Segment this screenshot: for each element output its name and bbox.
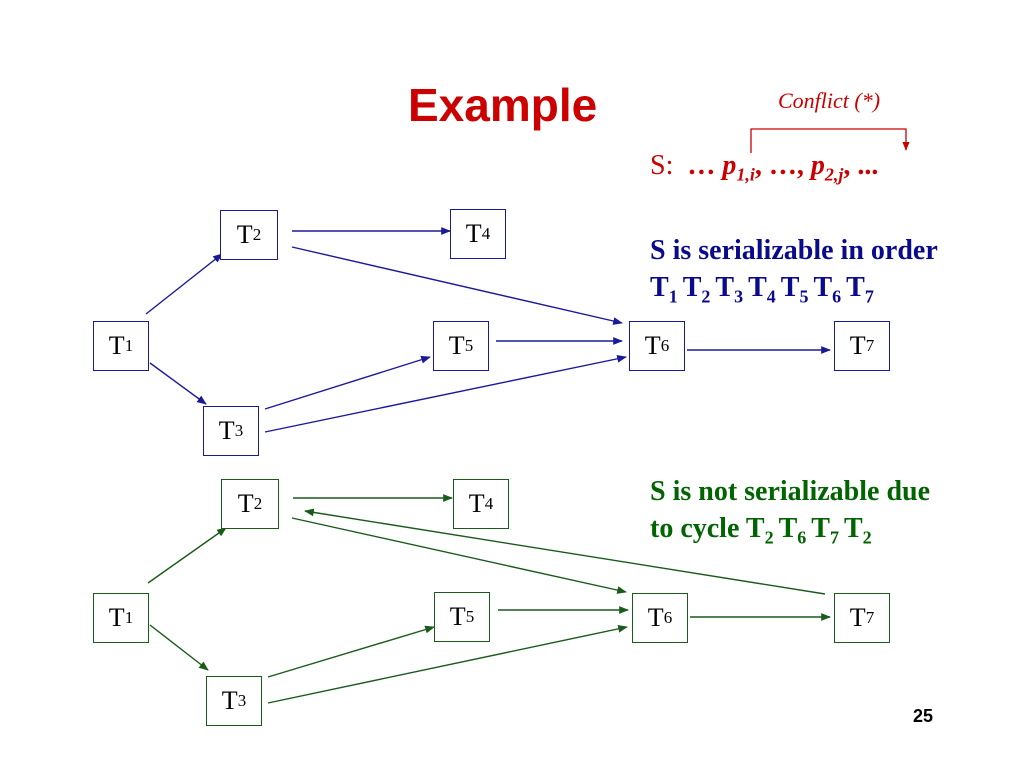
edge-bottom-t1-to-t2 — [147, 527, 227, 584]
order-item-3: T3 — [715, 272, 744, 307]
edge-top-t2-to-t6 — [291, 246, 623, 325]
edge-bottom-t3-to-t5 — [267, 625, 435, 678]
cycle-item-1: T2 — [745, 513, 774, 548]
order-item-4: T4 — [748, 272, 776, 307]
slide-title: Example — [408, 79, 598, 131]
cycle-item-2: T6 — [778, 513, 807, 548]
serializable-note-line1: S is serializable in order — [650, 235, 938, 266]
cycle-item-4: T2 — [843, 513, 872, 548]
order-item-7: T7 — [846, 272, 874, 307]
graph-bottom-edges — [147, 494, 831, 704]
order-item-2: T2 — [682, 272, 711, 307]
edge-bottom-t7-to-t2 — [304, 508, 826, 595]
edge-top-t3-to-t6 — [264, 354, 627, 433]
conflict-label: Conflict (*) — [778, 88, 881, 113]
order-item-1: T1 — [650, 272, 678, 307]
schedule-s-label: S: — [650, 150, 674, 181]
order-item-5: T5 — [780, 272, 809, 307]
edge-top-t1-to-t2 — [145, 253, 223, 315]
schedule-ellipsis-start: … — [687, 150, 716, 181]
edge-bottom-t2-to-t6 — [291, 517, 627, 594]
edge-top-t3-to-t5 — [264, 355, 431, 410]
schedule-op1: p1,i — [722, 150, 755, 185]
schedule-middle: , …, — [754, 150, 804, 181]
schedule-end: , ... — [843, 150, 879, 181]
order-item-6: T6 — [813, 272, 842, 307]
page-number: 25 — [913, 706, 934, 726]
schedule-line: S: … p1,i, …, p2,j, ... — [650, 150, 878, 186]
edge-bottom-t3-to-t6 — [267, 624, 628, 704]
edge-bottom-t1-to-t3 — [149, 624, 209, 671]
not-serializable-note-line1: S is not serializable due — [650, 476, 931, 507]
cycle-item-3: T7 — [811, 513, 839, 548]
cycle-prefix: to cycle — [650, 513, 740, 544]
conflict-bracket — [750, 128, 910, 153]
edge-top-t1-to-t3 — [149, 362, 207, 405]
schedule-op2: p2,j — [810, 150, 844, 185]
graph-top-edges — [145, 227, 831, 433]
